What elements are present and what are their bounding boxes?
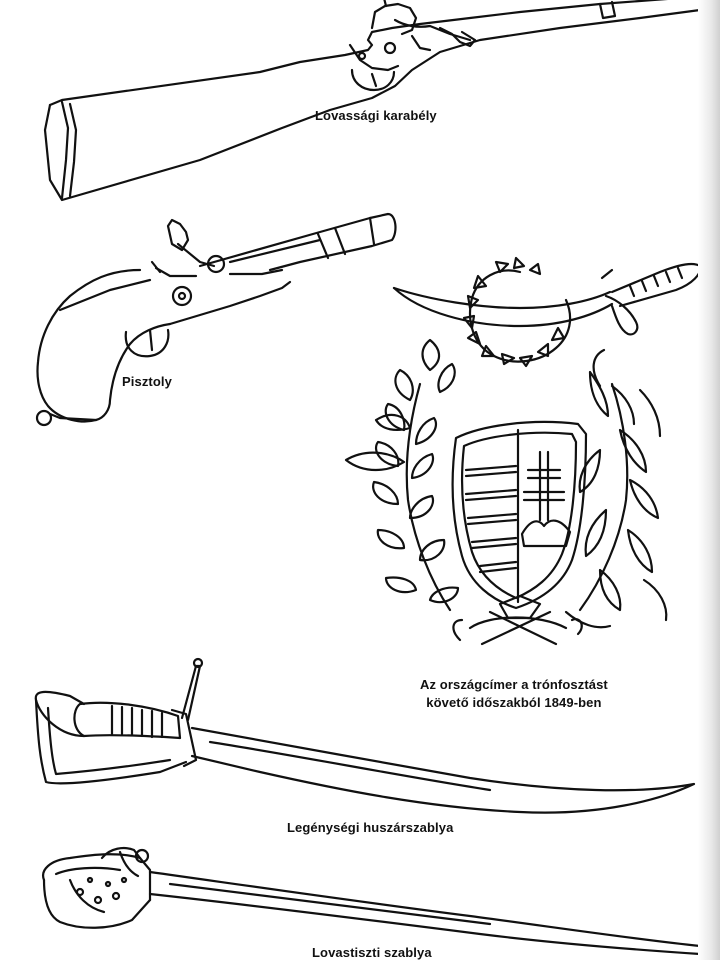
hussar-sabre-caption: Legénységi huszárszablya bbox=[287, 820, 454, 835]
officer-sabre-caption: Lovastiszti szablya bbox=[312, 945, 432, 960]
pistol-caption: Pisztoly bbox=[122, 374, 172, 389]
carbine-caption: Lovassági karabély bbox=[315, 108, 437, 123]
page-edge-shadow bbox=[698, 0, 720, 960]
coat-of-arms-caption: Az országcímer a trónfosztást követő idő… bbox=[420, 676, 608, 712]
coat-of-arms-caption-line1: Az országcímer a trónfosztást bbox=[420, 677, 608, 692]
coat-of-arms-caption-line2: követő időszakból 1849-ben bbox=[426, 695, 602, 710]
